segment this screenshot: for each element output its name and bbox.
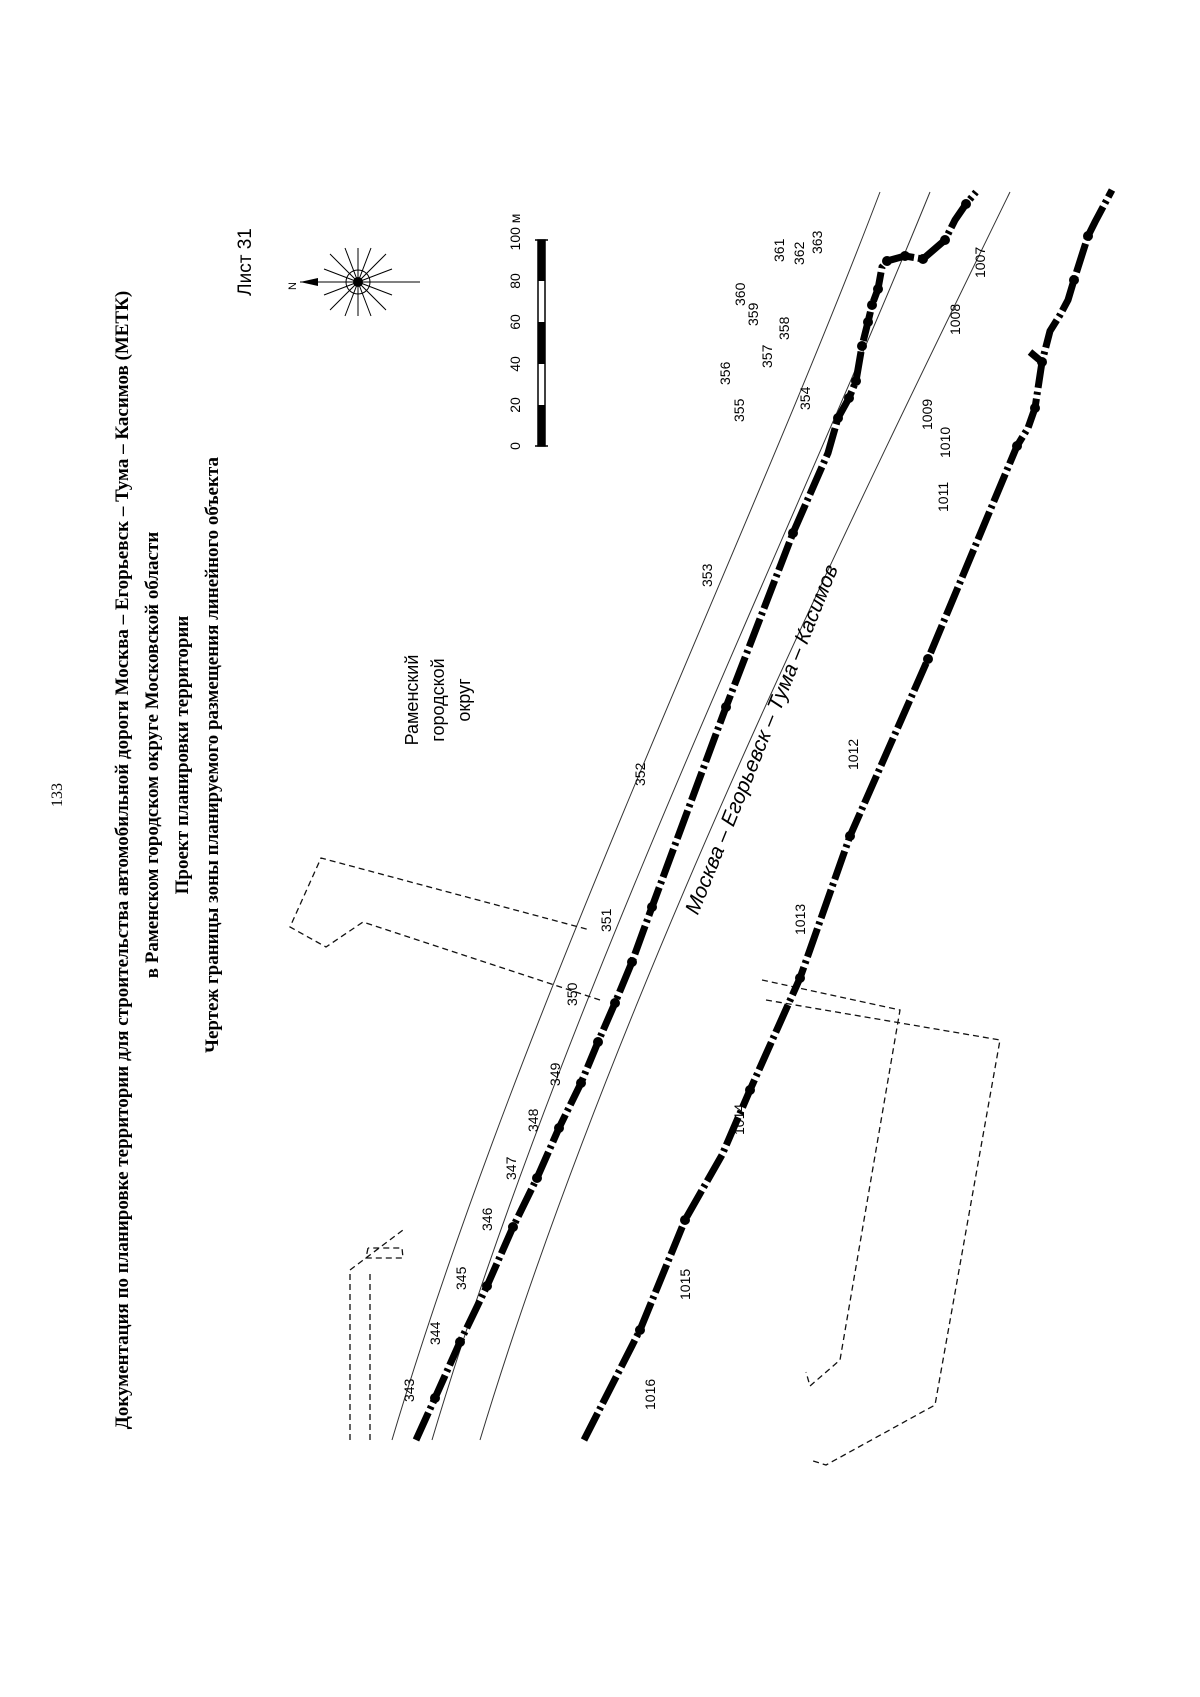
- boundary-point: [844, 393, 854, 403]
- boundary-point: [647, 902, 657, 912]
- page-number: 133: [49, 783, 66, 807]
- boundary-point: [882, 256, 892, 266]
- point-label: 1007: [972, 247, 988, 278]
- point-label: 352: [632, 762, 648, 786]
- boundary-point: [576, 1078, 586, 1088]
- point-label: 359: [745, 302, 761, 326]
- district-label: Раменский городской округ: [402, 655, 474, 746]
- point-label: 361: [771, 238, 787, 262]
- scale-tick-label: 60: [507, 314, 523, 330]
- point-label: 343: [401, 1378, 417, 1402]
- sheet-label: Лист 31: [235, 228, 256, 296]
- district-label-line: Раменский: [402, 655, 422, 746]
- boundary-point: [593, 1037, 603, 1047]
- point-label: 1011: [935, 482, 951, 512]
- title-block: Документация по планировке территории дл…: [112, 291, 223, 1429]
- boundary-point: [851, 376, 861, 386]
- scale-tick-label: 0: [507, 442, 523, 450]
- boundary-point: [961, 199, 971, 209]
- boundary-point: [610, 998, 620, 1008]
- lower-point-labels: 1007 1008 1009 1010 1011 1012 1013 1014 …: [642, 247, 988, 1410]
- boundary-point: [455, 1337, 465, 1347]
- boundary-point: [554, 1123, 564, 1133]
- boundary-point: [482, 1281, 492, 1291]
- zone-boundary-lines: [412, 188, 1116, 1442]
- upper-point-labels: 343 344 345 346 347 348 349 350 351 352 …: [401, 230, 825, 1402]
- compass-rose-icon: [300, 247, 420, 317]
- boundary-point: [923, 654, 933, 664]
- boundary-point: [1069, 275, 1079, 285]
- point-label: 357: [759, 344, 775, 368]
- point-label: 1010: [937, 427, 953, 458]
- point-label: 354: [797, 386, 813, 410]
- boundary-point: [508, 1222, 518, 1232]
- district-label-line: округ: [454, 678, 474, 722]
- boundary-point: [918, 254, 928, 264]
- road-lines: [391, 191, 1011, 1441]
- point-label: 1012: [845, 739, 861, 770]
- point-label: 1016: [642, 1379, 658, 1410]
- point-label: 348: [525, 1108, 541, 1132]
- boundary-point: [857, 341, 867, 351]
- zone-boundary-points: [430, 199, 1093, 1403]
- point-label: 351: [598, 908, 614, 932]
- point-label: 363: [809, 230, 825, 254]
- boundary-point: [940, 235, 950, 245]
- point-label: 1015: [677, 1269, 693, 1300]
- boundary-point: [745, 1085, 755, 1095]
- point-label: 347: [503, 1156, 519, 1180]
- boundary-point: [430, 1393, 440, 1403]
- boundary-point: [788, 528, 798, 538]
- boundary-point: [863, 317, 873, 327]
- title-line-1: Документация по планировке территории дл…: [112, 291, 133, 1429]
- point-label: 1009: [919, 399, 935, 430]
- adjacent-parcel-boundaries: [289, 857, 1001, 1466]
- scale-bar: [535, 239, 548, 447]
- point-label: 350: [564, 982, 580, 1006]
- boundary-point: [795, 973, 805, 983]
- boundary-point: [1012, 441, 1022, 451]
- point-label: 349: [547, 1062, 563, 1086]
- point-label: 345: [453, 1266, 469, 1290]
- boundary-point: [721, 702, 731, 712]
- boundary-point: [1083, 231, 1093, 241]
- title-line-4: Чертеж границы зоны планируемого размеще…: [202, 457, 223, 1053]
- boundary-point: [635, 1325, 645, 1335]
- point-label: 360: [732, 282, 748, 306]
- compass-north-letter: N: [287, 282, 299, 290]
- boundary-point: [1030, 403, 1040, 413]
- scale-tick-label: 20: [507, 397, 523, 413]
- point-label: 1008: [947, 304, 963, 335]
- scale-tick-label: 100 м: [507, 214, 523, 251]
- district-label-line: городской: [428, 658, 448, 741]
- boundary-point: [627, 957, 637, 967]
- boundary-point: [680, 1215, 690, 1225]
- point-label: 346: [479, 1207, 495, 1231]
- title-line-2: в Раменском городском округе Московской …: [142, 532, 163, 979]
- point-label: 358: [776, 316, 792, 340]
- boundary-point: [867, 300, 877, 310]
- boundary-point: [873, 284, 883, 294]
- point-label: 1014: [731, 1104, 747, 1135]
- scale-tick-label: 80: [507, 273, 523, 289]
- boundary-point: [532, 1173, 542, 1183]
- point-label: 344: [427, 1321, 443, 1345]
- scale-bar-labels: 0 20 40 60 80 100 м: [507, 214, 523, 450]
- point-label: 353: [699, 563, 715, 587]
- point-label: 362: [791, 241, 807, 265]
- point-label: 355: [731, 398, 747, 422]
- scale-tick-label: 40: [507, 356, 523, 372]
- boundary-point: [833, 413, 843, 423]
- point-label: 1013: [792, 904, 808, 935]
- point-label: 356: [717, 361, 733, 385]
- title-line-3: Проект планировки территории: [172, 616, 193, 895]
- boundary-point: [845, 831, 855, 841]
- boundary-point: [900, 251, 910, 261]
- boundary-point: [1037, 357, 1047, 367]
